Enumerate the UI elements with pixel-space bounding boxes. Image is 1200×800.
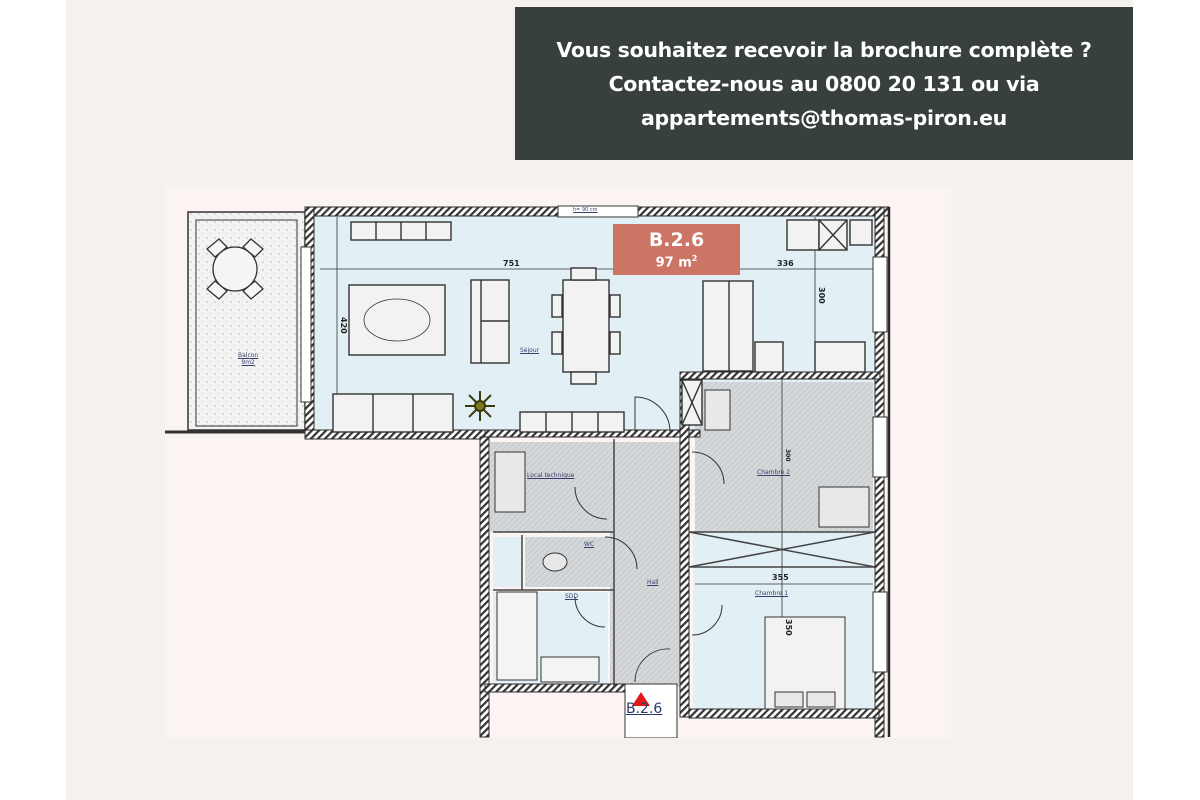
unit-badge: B.2.6 97 m2 xyxy=(613,224,740,275)
room-label-bathroom: SDD xyxy=(565,593,579,600)
room-label-hall: Hall xyxy=(647,579,659,586)
dim-bedroom2-depth: 300 xyxy=(784,449,791,462)
room-label-bedroom2: Chambre 2 xyxy=(757,469,791,476)
dim-living-depth: 420 xyxy=(339,317,348,334)
entrance-arrow-icon xyxy=(632,692,650,706)
room-label-living: Séjour xyxy=(520,347,540,354)
floor-plan-drawing xyxy=(165,205,891,738)
dim-kitchen-width: 336 xyxy=(777,259,794,268)
room-label-bedroom1: Chambre 1 xyxy=(755,590,789,597)
dim-bedroom1-depth: 350 xyxy=(784,619,793,636)
balcony-table xyxy=(206,238,264,300)
unit-area: 97 m2 xyxy=(655,254,698,271)
contact-banner: Vous souhaitez recevoir la brochure comp… xyxy=(515,7,1133,160)
plant-icon xyxy=(465,391,495,421)
banner-line-phone: Contactez-nous au 0800 20 131 ou via xyxy=(608,71,1040,96)
dim-living-width: 751 xyxy=(503,259,520,268)
dim-kitchen-depth: 300 xyxy=(817,287,826,304)
unit-code: B.2.6 xyxy=(648,229,705,251)
dim-bedroom1-width: 355 xyxy=(772,573,789,582)
living-furniture xyxy=(332,219,873,433)
entrance-label: B.2.6 xyxy=(626,701,663,717)
window-note: h= 90 cm xyxy=(573,207,598,213)
room-label-technical: Local technique xyxy=(527,472,575,479)
room-label-wc: WC xyxy=(584,541,595,548)
banner-line-brochure: Vous souhaitez recevoir la brochure comp… xyxy=(556,37,1092,62)
banner-line-email[interactable]: appartements@thomas-piron.eu xyxy=(641,105,1007,130)
